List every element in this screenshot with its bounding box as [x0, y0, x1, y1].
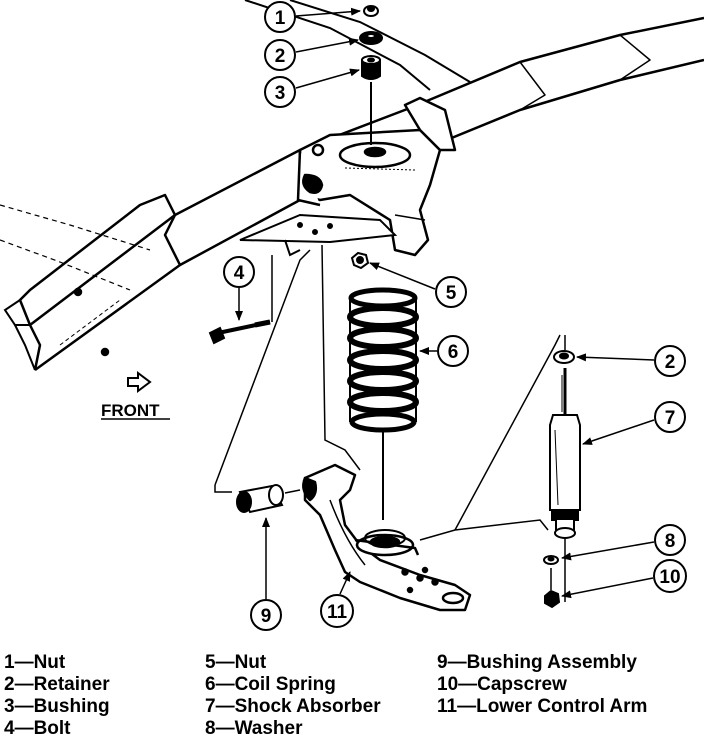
callout-10-number: 10: [659, 567, 680, 588]
callout-2-right-number: 2: [665, 352, 676, 373]
callout-11-number: 11: [327, 602, 348, 623]
callout-8: 8: [561, 524, 686, 561]
legend-item: 2—Retainer: [4, 674, 110, 695]
front-direction-indicator: FRONT: [101, 371, 170, 420]
coil-spring-part-6: [347, 287, 419, 433]
callout-9-number: 9: [261, 606, 272, 627]
capscrew-part-10: [544, 568, 561, 609]
legend-item: 3—Bushing: [4, 696, 110, 717]
callout-5: 5: [369, 262, 467, 308]
legend-item: 10—Capscrew: [437, 674, 567, 695]
callout-11: 11: [320, 571, 354, 628]
front-label: FRONT: [101, 401, 160, 420]
legend-column-1: 1—Nut 2—Retainer 3—Bushing 4—Bolt: [4, 652, 110, 740]
callout-3-number: 3: [275, 83, 286, 104]
callout-2-top-number: 2: [275, 46, 286, 67]
legend-column-2: 5—Nut 6—Coil Spring 7—Shock Absorber 8—W…: [205, 652, 381, 740]
legend-item: 11—Lower Control Arm: [437, 696, 648, 717]
callout-7: 7: [582, 401, 686, 445]
legend-item: 7—Shock Absorber: [205, 696, 381, 717]
bushing-assembly-part-9: [236, 484, 301, 514]
frame-end: [3, 299, 36, 371]
callout-1-number: 1: [275, 8, 286, 29]
callout-3: 3: [264, 68, 360, 108]
callout-6-number: 6: [448, 342, 459, 363]
retainer-part-2: [359, 31, 383, 45]
legend-item: 5—Nut: [205, 652, 267, 673]
washer-part-8: [543, 555, 559, 565]
nut-part-1: [363, 5, 379, 17]
parts-legend: 1—Nut 2—Retainer 3—Bushing 4—Bolt 5—Nut …: [0, 652, 704, 744]
callout-10: 10: [561, 559, 687, 599]
callout-4-number: 4: [234, 263, 245, 284]
callout-4: 4: [223, 256, 255, 321]
callout-6: 6: [419, 335, 469, 367]
callout-2-top: 2: [264, 37, 359, 71]
callout-8-number: 8: [665, 531, 676, 552]
legend-item: 1—Nut: [4, 652, 66, 673]
legend-column-3: 9—Bushing Assembly 10—Capscrew 11—Lower …: [437, 652, 647, 718]
callout-7-number: 7: [665, 408, 676, 429]
legend-item: 4—Bolt: [4, 718, 71, 739]
nut-part-5: [350, 251, 370, 270]
shock-absorber-part-7: [549, 335, 581, 602]
legend-item: 8—Washer: [205, 718, 303, 739]
front-arrow-icon: [127, 371, 152, 393]
spring-pocket-bracket: [296, 96, 457, 257]
callout-5-number: 5: [446, 283, 457, 304]
legend-item: 6—Coil Spring: [205, 674, 336, 695]
lower-control-arm-part-11: [302, 463, 472, 612]
bolt-part-4: [208, 319, 271, 345]
exploded-view-drawing: FRONT 1 2 3 4 5 6 2 7: [0, 0, 704, 631]
bushing-part-3: [361, 55, 381, 80]
callout-1: 1: [264, 1, 361, 33]
legend-item: 9—Bushing Assembly: [437, 652, 637, 673]
lower-plate: [239, 213, 398, 257]
retainer-part-2-lower: [553, 350, 575, 364]
callout-2-right: 2: [576, 345, 686, 377]
assembly-guide-lines: [214, 244, 561, 541]
callout-9: 9: [250, 517, 282, 631]
